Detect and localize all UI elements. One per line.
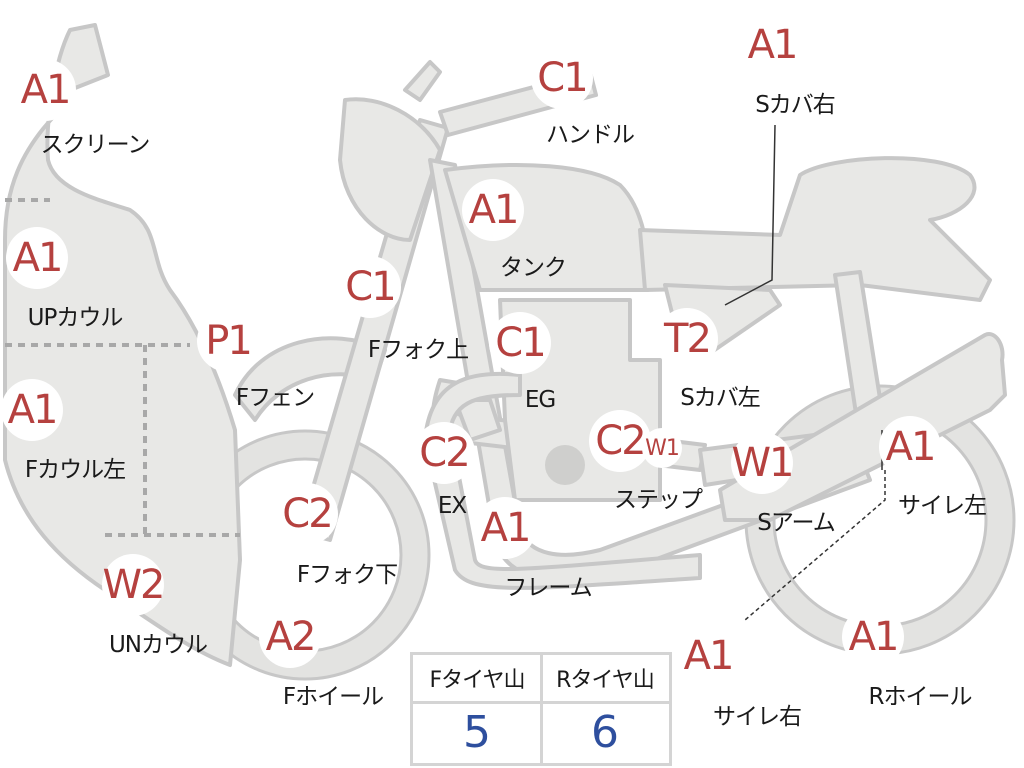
f-wheel-label: Fホイール xyxy=(282,684,384,710)
up-cowl-code: A1 xyxy=(6,227,68,289)
muffler-left-code: A1 xyxy=(879,416,941,478)
screen-code: A1 xyxy=(14,59,76,121)
f-fork-upper-label: Fフォク上 xyxy=(367,337,469,363)
frame-code: A1 xyxy=(474,497,536,559)
front-tire-header: Fタイヤ山 xyxy=(429,668,526,693)
swing-arm-label: Sアーム xyxy=(757,510,836,536)
step-code-secondary: W1 xyxy=(642,428,682,468)
exhaust-shape xyxy=(423,371,702,590)
rear-tire-header: Rタイヤ山 xyxy=(556,668,655,693)
handle-label: ハンドル xyxy=(546,122,635,148)
f-fender-label: Fフェン xyxy=(235,385,315,411)
f-fender-code: P1 xyxy=(197,310,259,372)
seat-shape xyxy=(638,156,992,302)
s-cover-right-code: A1 xyxy=(741,14,803,76)
s-cover-left-code: T2 xyxy=(656,308,718,370)
f-cowl-left-code: A1 xyxy=(1,379,63,441)
f-fork-upper-code: C1 xyxy=(339,256,401,318)
un-cowl-label: UNカウル xyxy=(108,632,208,658)
handle-code: C1 xyxy=(531,47,593,109)
f-wheel-code: A2 xyxy=(259,606,321,668)
step-label: ステップ xyxy=(614,487,703,513)
muffler-left-label: サイレ左 xyxy=(898,493,987,519)
engine-label: EG xyxy=(524,387,556,413)
f-fork-lower-label: Fフォク下 xyxy=(296,562,398,588)
handlebar-shape xyxy=(403,60,442,102)
r-wheel-label: Rホイール xyxy=(868,684,973,710)
rear-tire-value: 6 xyxy=(591,706,619,758)
exhaust-code: C2 xyxy=(413,422,475,484)
f-cowl-left-label: Fカウル左 xyxy=(24,457,126,483)
f-fork-lower-code: C2 xyxy=(276,483,338,545)
tank-code: A1 xyxy=(462,179,524,241)
un-cowl-code: W2 xyxy=(102,554,166,616)
s-cover-left-label: Sカバ左 xyxy=(680,385,761,411)
muffler-right-code: A1 xyxy=(677,625,739,687)
exhaust-label: EX xyxy=(437,493,467,519)
tire-tread-table: Fタイヤ山 Rタイヤ山 5 6 xyxy=(410,652,672,766)
tank-label: タンク xyxy=(500,255,567,281)
front-tire-value: 5 xyxy=(463,706,491,758)
screen-label: スクリーン xyxy=(40,132,151,158)
r-wheel-code: A1 xyxy=(842,606,904,668)
swing-arm-code: W1 xyxy=(731,432,795,494)
frame-label: フレーム xyxy=(504,575,592,601)
muffler-right-label: サイレ右 xyxy=(713,704,802,730)
s-cover-right-label: Sカバ右 xyxy=(755,92,836,118)
step-code: C2 xyxy=(589,410,651,472)
engine-code: C1 xyxy=(489,312,551,374)
up-cowl-label: UPカウル xyxy=(27,305,124,331)
headlight-shape xyxy=(338,97,442,242)
